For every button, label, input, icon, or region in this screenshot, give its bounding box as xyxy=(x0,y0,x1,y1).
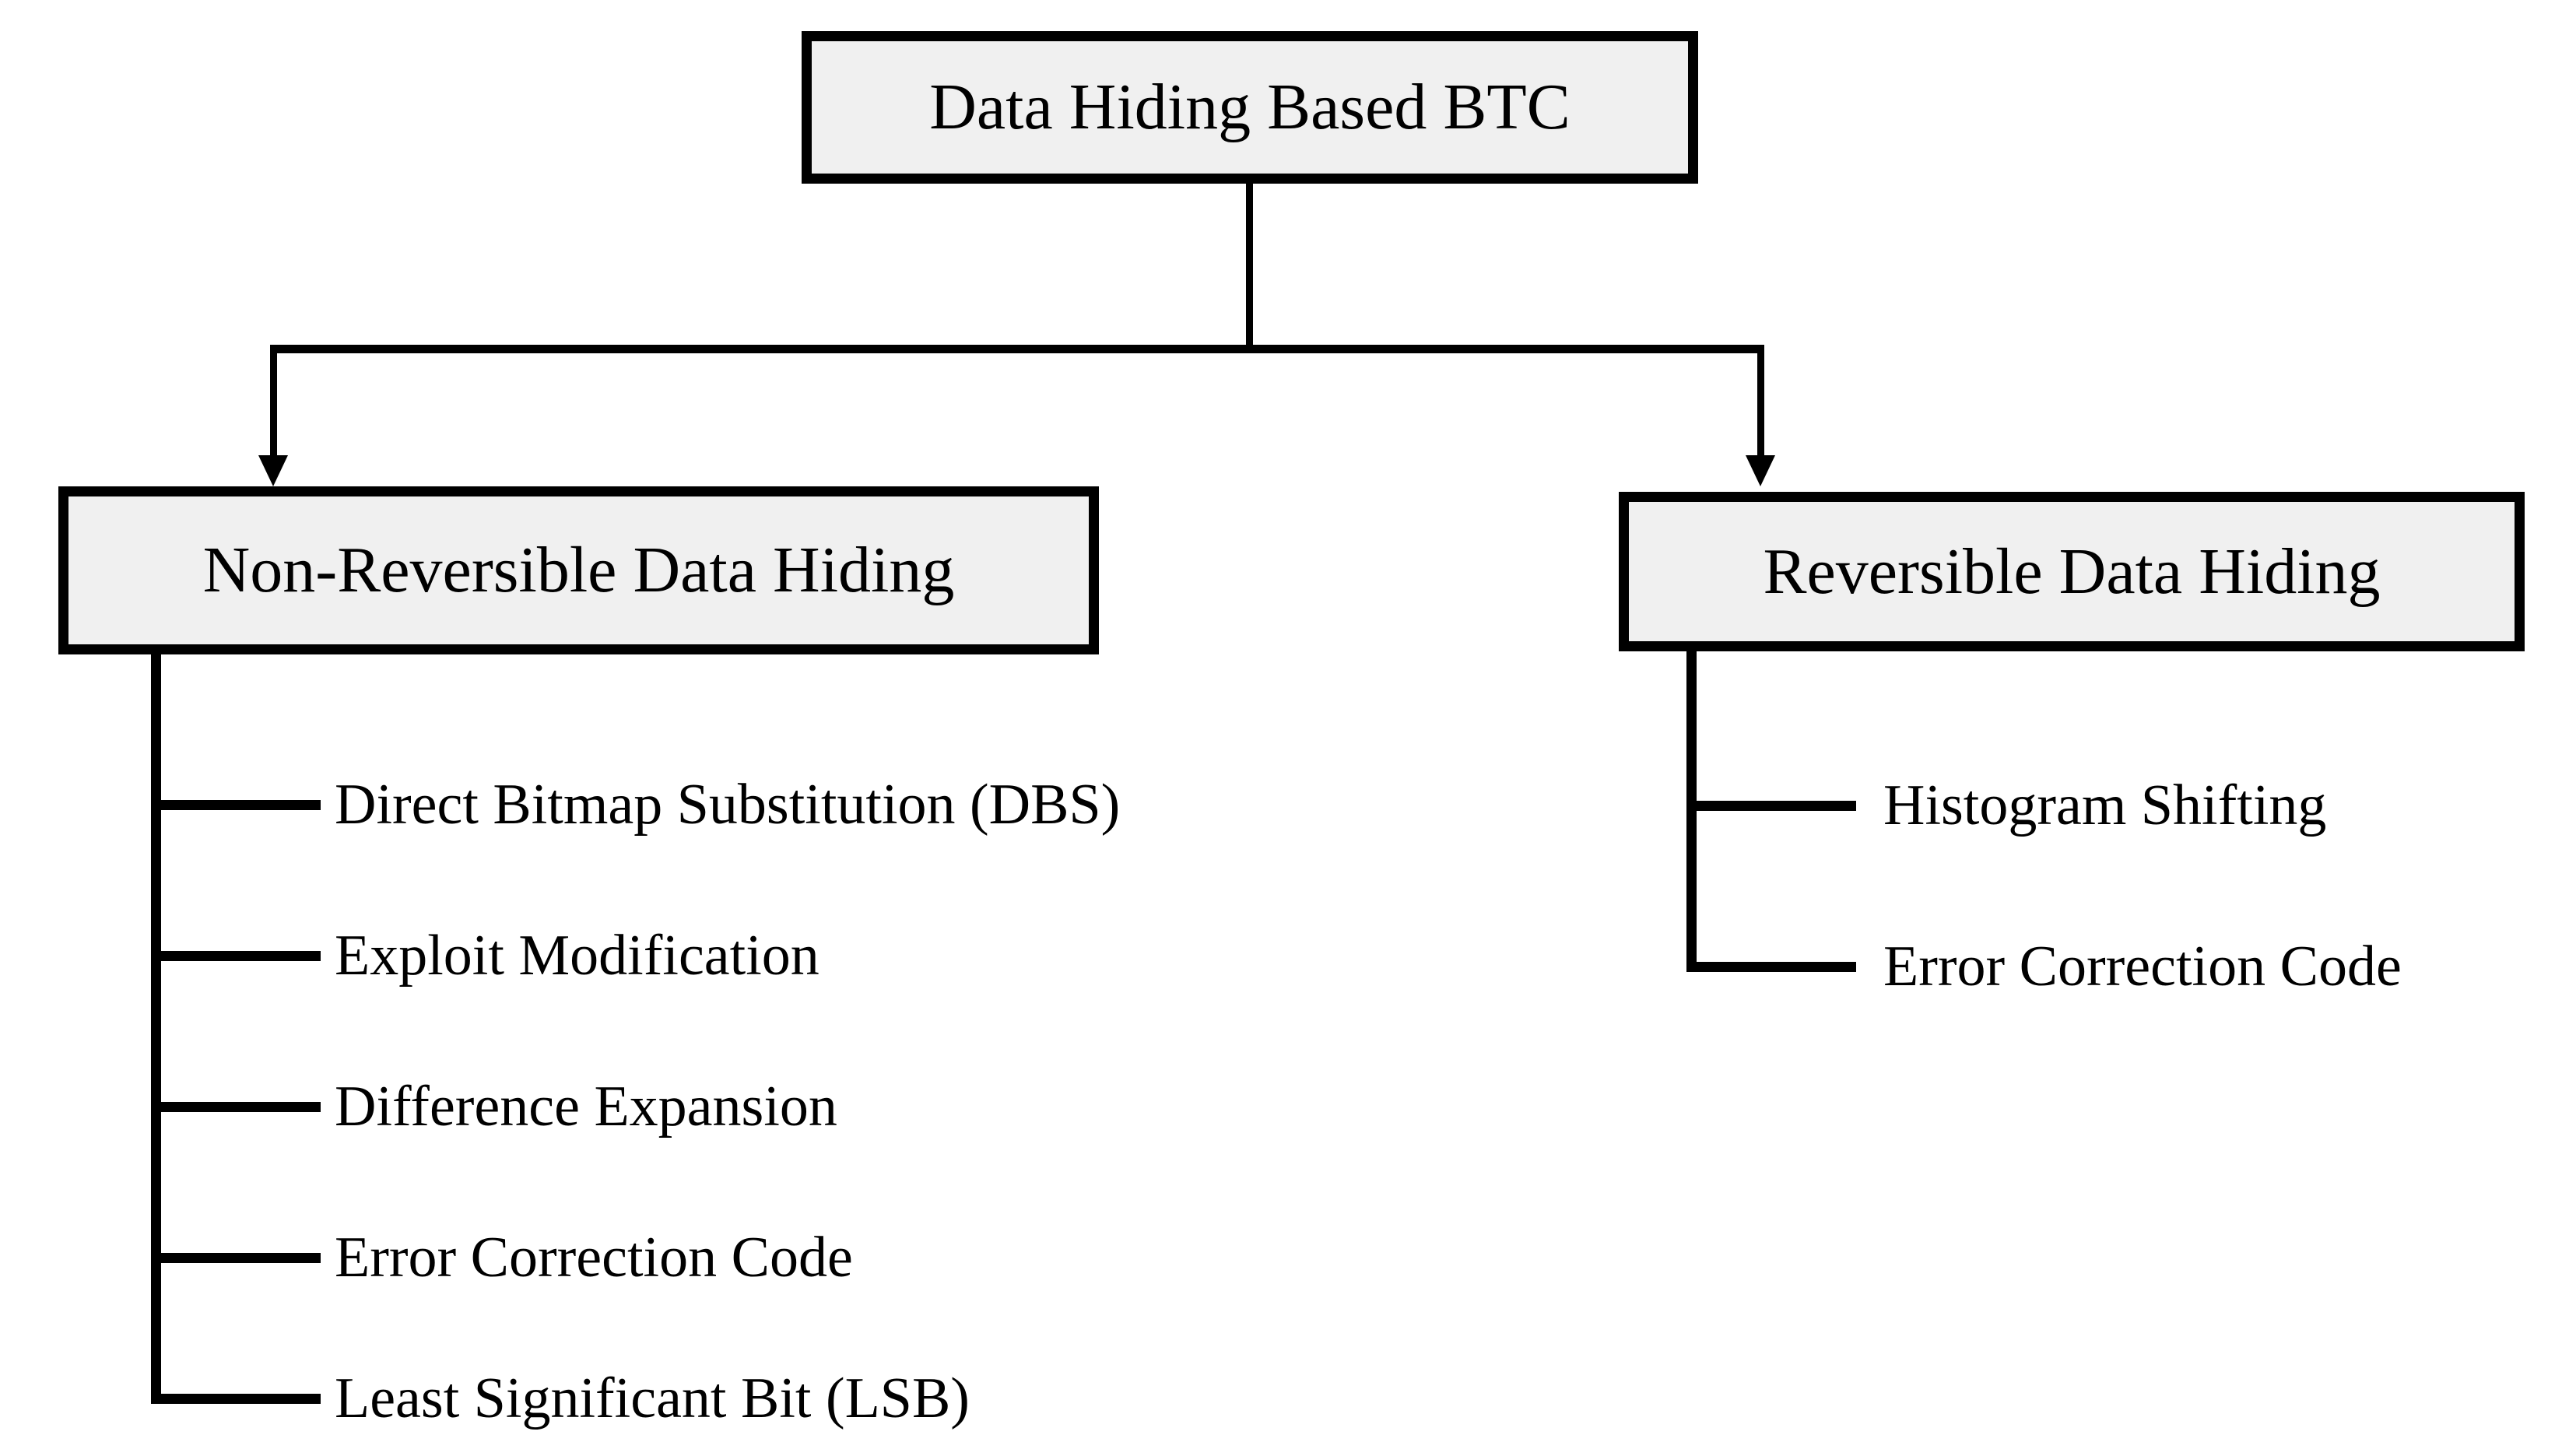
leaf-reversible-1[interactable]: Error Correction Code xyxy=(1883,935,2402,998)
node-branch-reversible-label: Reversible Data Hiding xyxy=(1763,535,2381,608)
leaf-non-reversible-4[interactable]: Least Significant Bit (LSB) xyxy=(335,1367,970,1430)
arrowhead-left-icon xyxy=(258,455,288,486)
leaf-non-reversible-2[interactable]: Difference Expansion xyxy=(335,1075,837,1138)
connector-stub-non-reversible-4 xyxy=(151,1394,321,1404)
connector-stub-reversible-0 xyxy=(1686,801,1856,811)
node-root-data-hiding-based-btc[interactable]: Data Hiding Based BTC xyxy=(802,31,1698,184)
connector-stub-non-reversible-1 xyxy=(151,951,321,961)
node-branch-non-reversible-label: Non-Reversible Data Hiding xyxy=(202,534,955,606)
leaf-non-reversible-3[interactable]: Error Correction Code xyxy=(335,1226,853,1289)
connector-trunk-non-reversible xyxy=(151,654,161,1404)
leaf-reversible-0[interactable]: Histogram Shifting xyxy=(1883,774,2327,837)
connector-drop-left xyxy=(270,345,277,460)
connector-drop-right xyxy=(1757,345,1764,460)
node-branch-reversible-data-hiding[interactable]: Reversible Data Hiding xyxy=(1619,492,2525,651)
connector-stub-non-reversible-3 xyxy=(151,1253,321,1263)
connector-stub-non-reversible-0 xyxy=(151,800,321,810)
node-branch-non-reversible-data-hiding[interactable]: Non-Reversible Data Hiding xyxy=(58,486,1099,654)
connector-root-stem xyxy=(1246,184,1253,353)
leaf-non-reversible-0[interactable]: Direct Bitmap Substitution (DBS) xyxy=(335,773,1121,837)
connector-split-bar xyxy=(270,345,1764,353)
connector-trunk-reversible xyxy=(1686,651,1697,972)
leaf-non-reversible-1[interactable]: Exploit Modification xyxy=(335,924,819,988)
connector-stub-non-reversible-2 xyxy=(151,1102,321,1112)
connector-stub-reversible-1 xyxy=(1686,962,1856,972)
node-root-label: Data Hiding Based BTC xyxy=(929,71,1571,143)
arrowhead-right-icon xyxy=(1746,455,1775,486)
